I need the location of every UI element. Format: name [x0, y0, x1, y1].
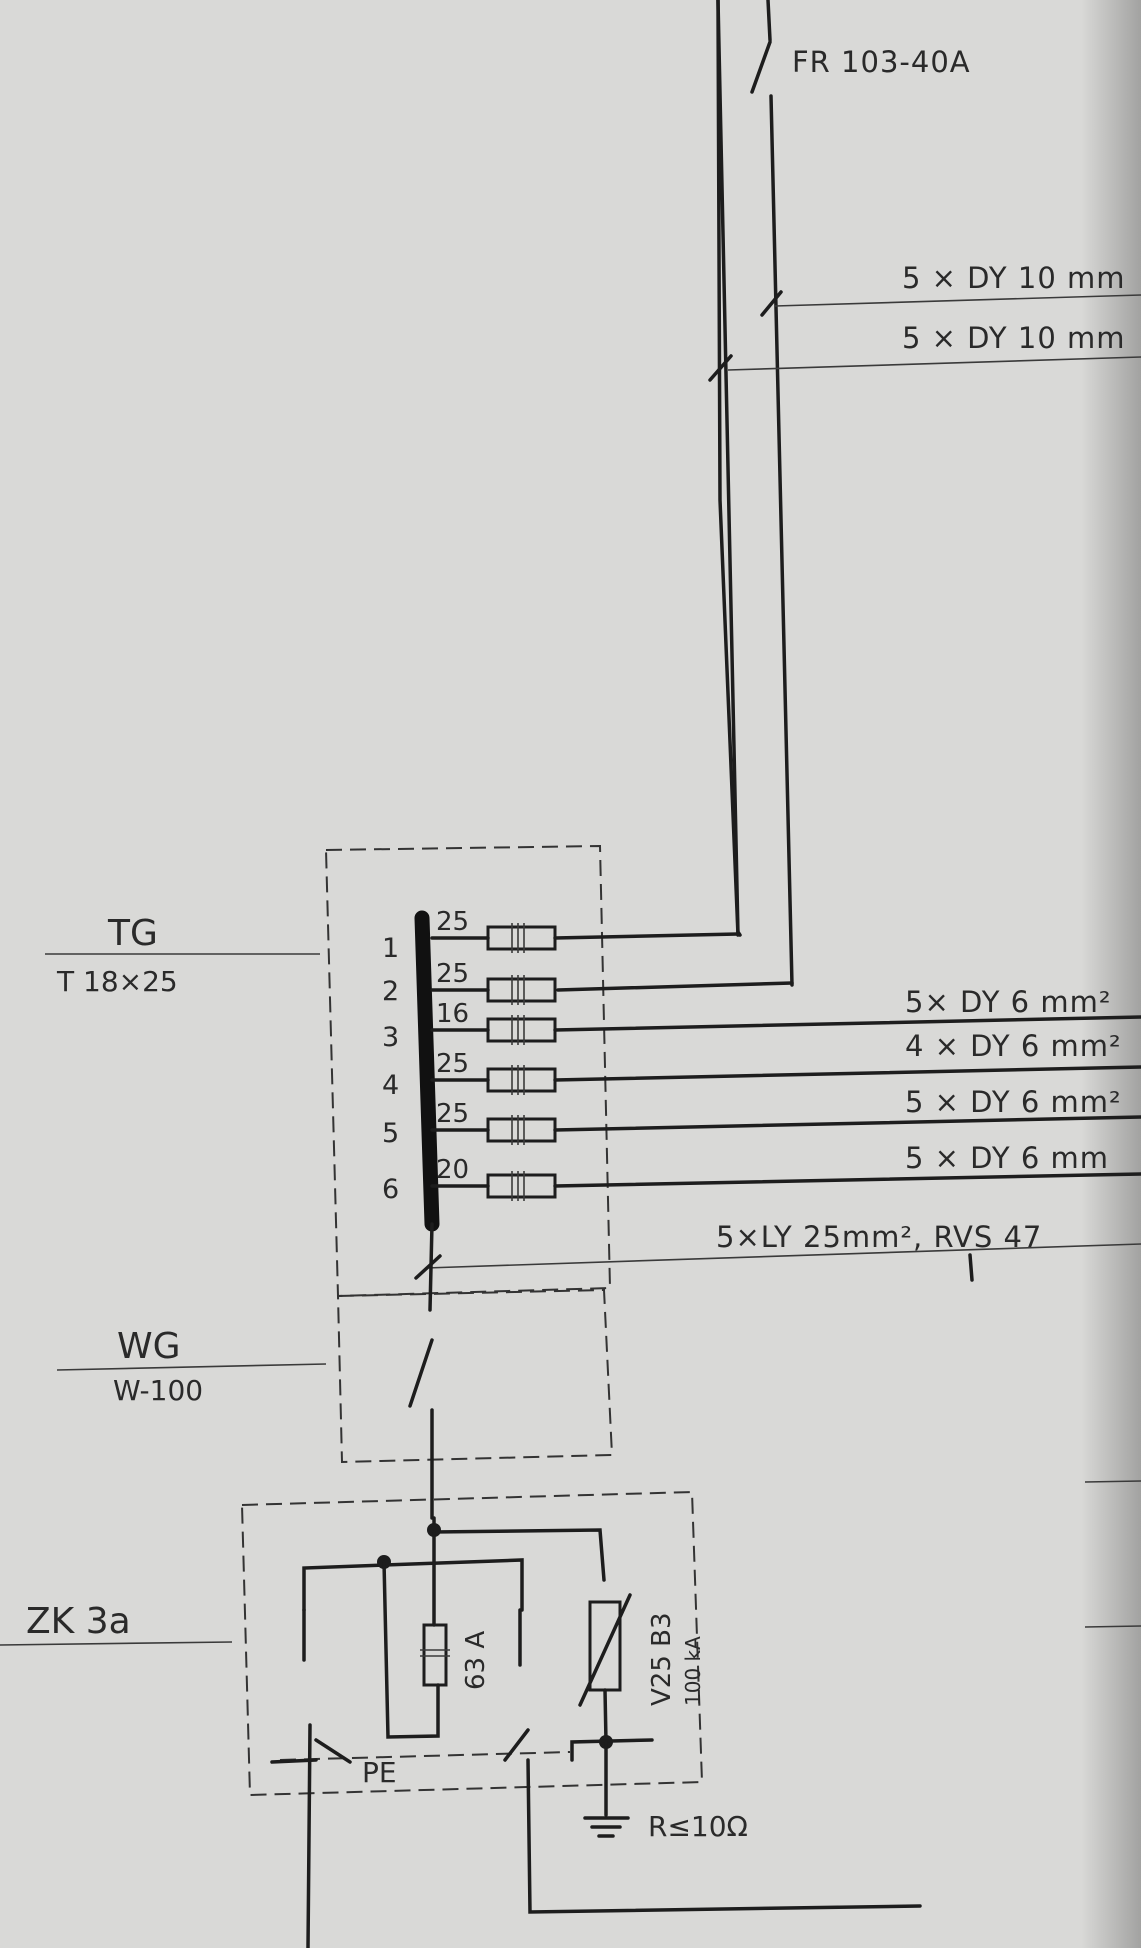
tg-circuit-fuse: [486, 1173, 557, 1199]
tg-supply-cable-line: [425, 1243, 1141, 1269]
tg-circuit-rating: 25: [436, 907, 469, 937]
tg-circuit-rating: 16: [436, 999, 469, 1029]
zk-fuse-rating: 63 A: [461, 1631, 491, 1690]
zk-leader-line: [0, 1641, 233, 1646]
tg-tag: TG: [107, 913, 158, 954]
tg-circuit-fuse: [486, 977, 557, 1003]
tg-outgoing-cable: [553, 1015, 1141, 1032]
tg-circuit-pin: 3: [382, 1022, 399, 1053]
tg-circuit-pin: 4: [382, 1070, 399, 1101]
wg-tag: WG: [117, 1326, 181, 1367]
tg-circuit-fuse: [486, 1067, 557, 1093]
tg-type: T 18×25: [56, 965, 178, 998]
tg-circuit-rating: 20: [436, 1155, 469, 1185]
tg-fuse-bars: [511, 1065, 525, 1095]
zk-pe-switch: [503, 1728, 530, 1762]
tg-fuse-bars: [511, 975, 525, 1005]
tg-circuit-pin: 6: [382, 1174, 399, 1205]
tg-fuse-bars: [511, 1115, 525, 1145]
main-fuse-label: FR 103-40A: [792, 45, 971, 79]
zk-tag: ZK 3a: [26, 1601, 131, 1642]
wg-switch: [408, 1338, 434, 1408]
tg-circuit-pin: 5: [382, 1118, 399, 1149]
tg-circuit-rating: 25: [436, 1049, 469, 1079]
wg-type: W-100: [113, 1374, 203, 1407]
feeder-cable-label-2: 5 × DY 10 mm: [902, 321, 1125, 355]
zk-main-fuse: [422, 1623, 448, 1687]
tg-fuse-bars: [511, 1015, 525, 1045]
zk-earth-label: R≤10Ω: [648, 1810, 748, 1843]
tg-outgoing-cable-label: 5× DY 6 mm²: [905, 985, 1111, 1019]
earth-icon: [583, 1816, 630, 1838]
zk-arrester-type: V25 B3: [647, 1612, 677, 1706]
tg-circuit-rating: 25: [436, 959, 469, 989]
feeder-branch-line-2: [727, 356, 1141, 371]
zk-pe-disconnect: [314, 1738, 352, 1764]
tg-busbar: [414, 910, 440, 1232]
tg-outgoing-cable-label: 5 × DY 6 mm: [905, 1141, 1109, 1175]
tg-outgoing-cable-label: 4 × DY 6 mm²: [905, 1029, 1122, 1063]
zk-pe-label: PE: [362, 1756, 397, 1789]
tg-circuit-fuse: [486, 925, 557, 951]
wg-leader-line: [56, 1363, 327, 1371]
zk-arrester-rating: 100 kA: [681, 1636, 705, 1706]
tg-outgoing-cable: [553, 1172, 1141, 1188]
tg-supply-cable-label: 5×LY 25mm², RVS 47: [716, 1220, 1042, 1254]
feeder-wire-right: [766, 0, 772, 42]
zk-enclosure: [240, 1490, 704, 1797]
paper-shade: [1081, 0, 1141, 1948]
tg-fuse-bars: [511, 923, 525, 953]
feeder-cable-label-1: 5 × DY 10 mm: [902, 261, 1125, 295]
tg-fuse-bars: [511, 1171, 525, 1201]
tg-circuit-pin: 2: [382, 976, 399, 1007]
tg-enclosure: [324, 844, 612, 1298]
tg-outgoing-cable-label: 5 × DY 6 mm²: [905, 1085, 1122, 1119]
tg-outgoing-cable: [553, 1065, 1141, 1082]
wg-enclosure: [336, 1288, 614, 1464]
tg-circuit-fuse: [486, 1017, 557, 1043]
tg-circuit-fuse: [486, 1117, 557, 1143]
feeder-branch-line-1: [774, 294, 1141, 307]
tg-circuit-pin: 1: [382, 933, 399, 964]
tg-circuit-rating: 25: [436, 1099, 469, 1129]
tg-outgoing-cable: [553, 1115, 1141, 1132]
main-fuse-switch: [750, 40, 772, 94]
